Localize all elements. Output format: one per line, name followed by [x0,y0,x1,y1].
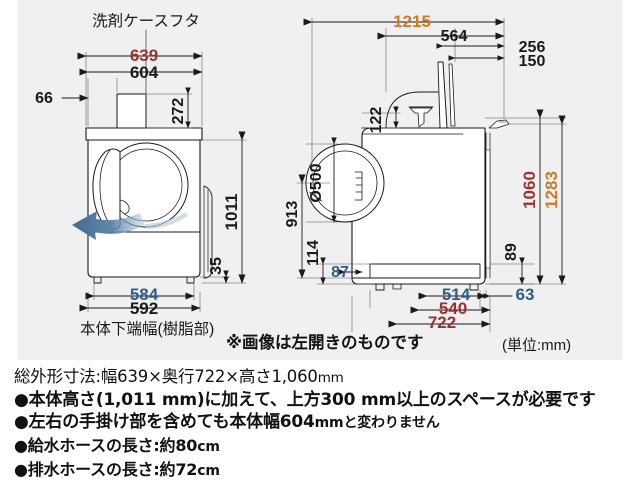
dimension-labels: 洗剤ケースフタ 639 604 66 272 1011 35 584 592 本… [35,12,571,354]
dim-540: 540 [439,299,467,318]
dim-150: 150 [519,53,546,70]
dim-514: 514 [442,285,471,304]
label-front-bottom: 本体下端幅(樹脂部) [80,320,214,338]
dim-114: 114 [305,240,322,266]
dim-122: 122 [368,107,385,134]
spec-overall-x1: × [148,367,162,386]
spec-line-drain-hose: ●排水ホースの長さ:約72cm [14,459,640,482]
units-note: (単位:mm) [502,337,571,354]
dim-1060: 1060 [520,171,539,209]
spec-overall-a: 総外形寸法:幅639 [14,367,149,386]
dim-722: 722 [428,313,456,332]
spec-line-handles: ●左右の手掛け部を含めても本体幅604mmと変わりません [14,411,640,434]
dim-639: 639 [130,46,158,65]
front-view-drawing [85,93,213,284]
dim-256: 256 [519,39,546,56]
spec-handles-b: mmと変わりません [314,415,440,431]
dim-89: 89 [503,243,520,261]
dim-87: 87 [331,264,349,281]
dimension-drawing: 洗剤ケースフタ 639 604 66 272 1011 35 584 592 本… [35,12,571,354]
spec-supply-a: ●給水ホースの長さ:約80 [14,436,198,455]
spec-line-overall: 総外形寸法:幅639×奥行722×高さ1,060mm [14,366,640,389]
side-view-drawing [305,61,510,291]
spec-line-supply-hose: ●給水ホースの長さ:約80cm [14,434,640,459]
spec-overall-unit: mm [317,370,344,386]
dim-564: 564 [441,28,468,45]
dim-1283: 1283 [542,171,561,209]
dim-1011: 1011 [222,194,241,231]
dim-604: 604 [130,63,159,82]
dim-272: 272 [170,98,187,125]
dim-500: Ø500 [308,163,325,202]
dim-584: 584 [130,285,159,304]
spec-overall-b: 奥行722 [161,367,226,386]
dim-913: 913 [284,201,301,228]
spec-drain-b: cm [197,463,220,479]
door-swing-arrow [72,211,188,240]
dim-592: 592 [130,299,158,318]
spec-supply-b: cm [197,439,220,455]
specification-text-block: 総外形寸法:幅639×奥行722×高さ1,060mm ●本体高さ(1,011 m… [0,360,640,480]
spec-drain-a: ●排水ホースの長さ:約72 [14,460,198,479]
spec-overall-c: 高さ1,060 [238,367,318,386]
label-front-title: 洗剤ケースフタ [92,12,200,30]
dim-1215: 1215 [393,12,431,31]
spec-line-clearance: ●本体高さ(1,011 mm)に加えて、上方300 mm以上のスペースが必要です [14,390,596,410]
spec-handles-a: ●左右の手掛け部を含めても本体幅604 [14,412,315,432]
dim-35: 35 [208,257,225,275]
dim-66: 66 [35,90,53,107]
dim-63: 63 [516,285,535,304]
door-direction-note: ※画像は左開きのものです [226,332,424,352]
spec-overall-x2: × [225,367,239,386]
